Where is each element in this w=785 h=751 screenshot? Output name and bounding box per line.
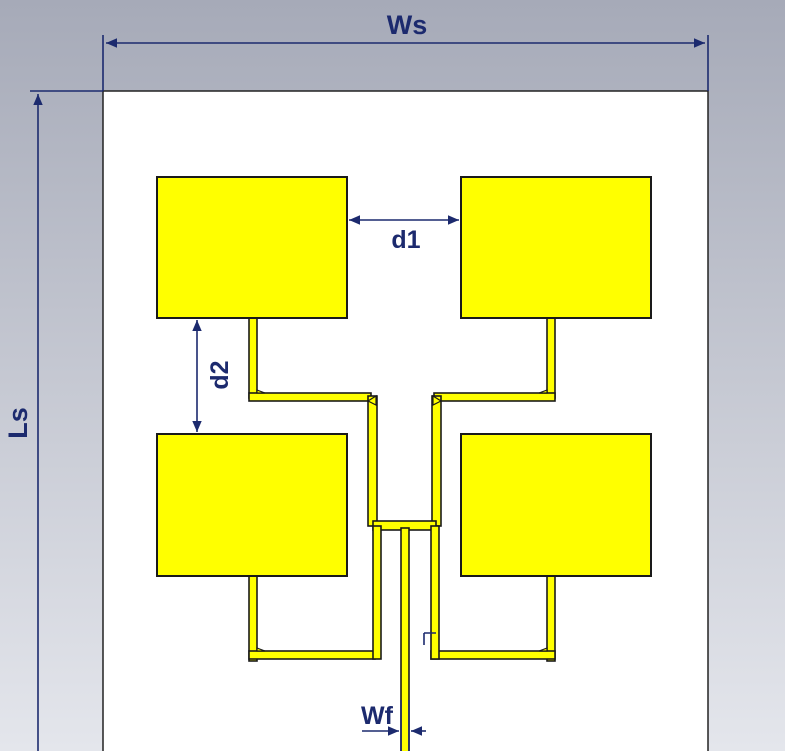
feed-main-line <box>400 527 410 751</box>
feed-network <box>248 317 556 751</box>
feed-tl-drop <box>367 395 378 527</box>
patch-bottom-right <box>460 433 652 577</box>
feed-tr-horizontal <box>433 392 556 402</box>
feed-bl-vertical <box>248 575 258 662</box>
wf-label: Wf <box>361 702 394 730</box>
patch-top-right <box>460 176 652 319</box>
ls-label: Ls <box>3 407 33 439</box>
feed-tl-vertical <box>248 317 258 399</box>
feed-width-marker <box>423 632 436 645</box>
feed-br-vertical <box>546 575 556 662</box>
patch-bottom-left <box>156 433 348 577</box>
feed-tr-vertical <box>546 317 556 399</box>
feed-tl-horizontal <box>248 392 372 402</box>
feed-tr-drop <box>431 395 442 527</box>
ws-label: Ws <box>387 10 428 40</box>
feed-bl-horizontal <box>248 650 376 660</box>
feed-br-horizontal <box>430 650 556 660</box>
feed-bl-rise <box>372 525 382 660</box>
d2-label: d2 <box>206 360 234 389</box>
patch-top-left <box>156 176 348 319</box>
d1-label: d1 <box>391 226 420 254</box>
feed-br-rise <box>430 525 440 660</box>
